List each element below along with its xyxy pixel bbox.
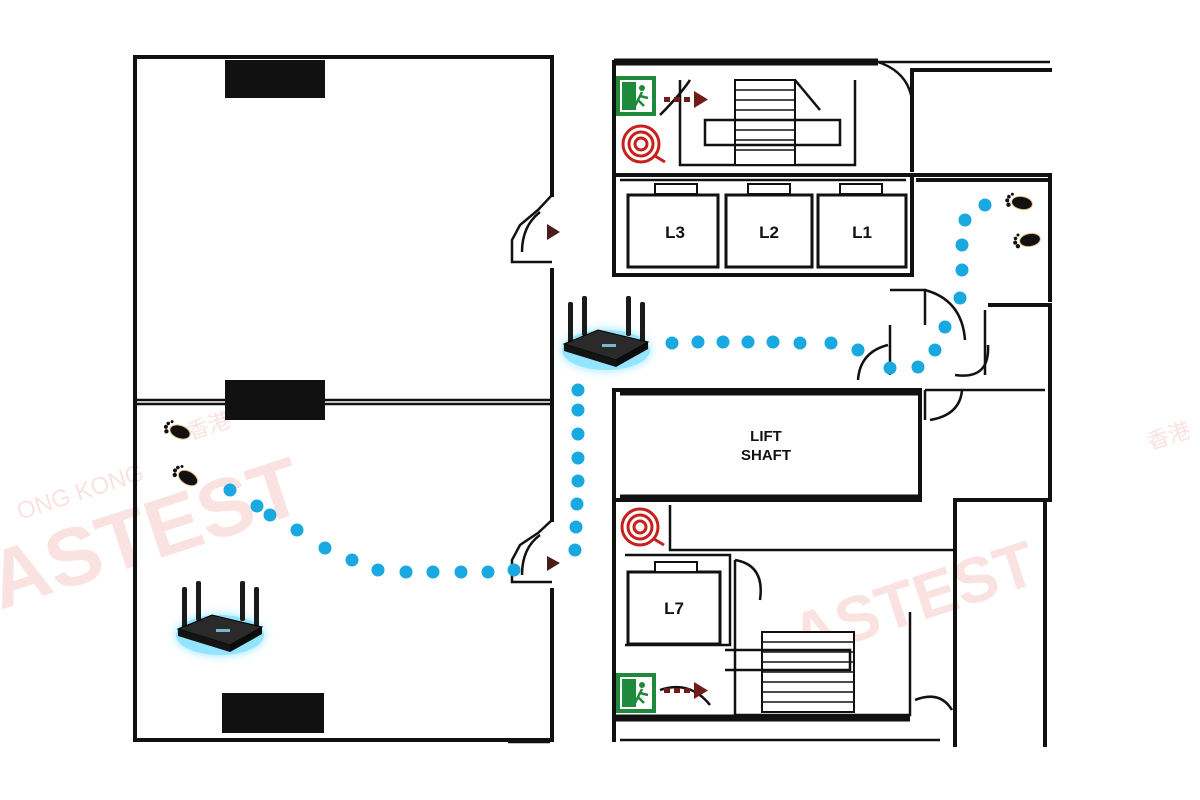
lift-l2: L2 [724, 183, 814, 269]
path-dot [399, 565, 413, 579]
path-dot [223, 483, 237, 497]
path-dot [571, 383, 585, 397]
lift-label-l7: L7 [664, 599, 684, 618]
footprints-icon [161, 418, 201, 489]
path-dot [571, 451, 585, 465]
door-arrow-icon [547, 224, 560, 240]
path-dot [851, 343, 865, 357]
emergency-exit-icon [616, 76, 656, 116]
wifi-router-icon [176, 581, 264, 655]
path-dot [824, 336, 838, 350]
watermark-chinese: 香港 [1144, 417, 1194, 454]
path-dot [569, 520, 583, 534]
emergency-exit-icon [616, 673, 656, 713]
path-dot [958, 213, 972, 227]
lift-label-l2: L2 [759, 223, 779, 242]
path-dot [953, 291, 967, 305]
fire-hose-reel-icon [618, 505, 665, 549]
path-dot [978, 198, 992, 212]
lift-label-l3: L3 [665, 223, 685, 242]
lift-l7: L7 [626, 561, 722, 646]
path-dot [263, 508, 277, 522]
path-dot [883, 361, 897, 375]
path-dot [911, 360, 925, 374]
path-dot [426, 565, 440, 579]
path-dot [454, 565, 468, 579]
path-dot [665, 336, 679, 350]
path-dot [570, 497, 584, 511]
path-dot [955, 263, 969, 277]
lift-shaft-label-line2: SHAFT [741, 447, 791, 464]
path-dot [507, 563, 521, 577]
path-dot [938, 320, 952, 334]
path-dot [571, 403, 585, 417]
path-dot [250, 499, 264, 513]
fire-hose-reel-icon [619, 122, 666, 166]
exit-direction-arrow-icon [664, 682, 708, 699]
signal-paths [223, 198, 992, 579]
path-dot [691, 335, 705, 349]
path-dot [568, 543, 582, 557]
lift-l1: L1 [816, 183, 908, 269]
path-dot [345, 553, 359, 567]
path-dot [571, 474, 585, 488]
path-dot [571, 427, 585, 441]
path-dot [928, 343, 942, 357]
right-core-walls [612, 58, 1052, 747]
lift-shaft-label-line1: LIFT [750, 428, 782, 445]
lift-l3: L3 [626, 183, 720, 269]
exit-direction-arrow-icon [664, 91, 708, 108]
path-dot [481, 565, 495, 579]
watermark-brand: ASTEST [0, 441, 313, 628]
lift-label-l1: L1 [852, 223, 872, 242]
door-arrow-icon [547, 556, 560, 571]
path-dot [371, 563, 385, 577]
path-dot [318, 541, 332, 555]
path-dot [955, 238, 969, 252]
footprints-icon [1004, 191, 1041, 250]
path-dot [290, 523, 304, 537]
left-apartment-walls [133, 55, 554, 744]
path-dot [766, 335, 780, 349]
path-dot [741, 335, 755, 349]
path-dot [793, 336, 807, 350]
path-dot [716, 335, 730, 349]
wifi-router-icon [562, 296, 650, 370]
